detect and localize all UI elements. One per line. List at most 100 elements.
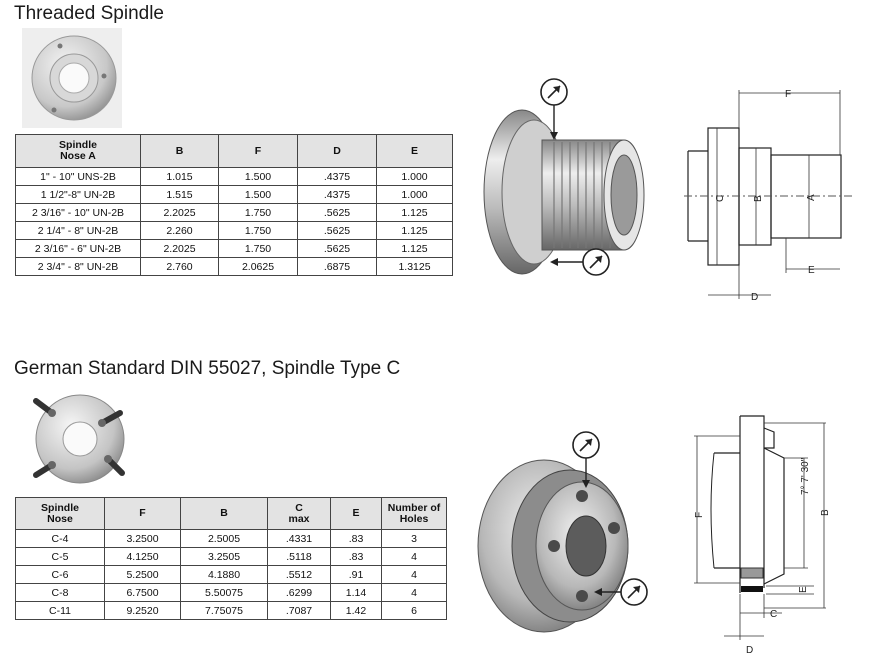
gauge-indicator-icon bbox=[594, 578, 648, 606]
threaded-spindle-photo bbox=[22, 28, 122, 128]
col-header-number-of-holes: Number of Holes bbox=[381, 497, 447, 530]
dim-label-f: F bbox=[694, 512, 705, 518]
dim-label-b: B bbox=[753, 195, 764, 202]
threaded-spindle-render bbox=[483, 78, 645, 276]
col-header-e: E bbox=[330, 497, 382, 530]
col-header-spindle-nose: Spindle Nose bbox=[15, 497, 105, 530]
din-spindle-drawing: F 7° 7' 30" B E C D bbox=[694, 415, 831, 656]
cell-spindle-nose: C-11 bbox=[15, 601, 105, 620]
cell-b: 2.760 bbox=[140, 257, 219, 276]
cell-spindle-nose: C-6 bbox=[15, 565, 105, 584]
cell-number-of-holes: 4 bbox=[381, 547, 447, 566]
cell-number-of-holes: 4 bbox=[381, 583, 447, 602]
din-spindle-render bbox=[477, 431, 648, 633]
cell-d: .5625 bbox=[297, 239, 377, 258]
cell-e: 1.42 bbox=[330, 601, 382, 620]
col-header-f: F bbox=[104, 497, 181, 530]
col-header-b: B bbox=[180, 497, 268, 530]
cell-f: 5.2500 bbox=[104, 565, 181, 584]
dim-label-a: A bbox=[806, 194, 817, 201]
cell-d: .5625 bbox=[297, 221, 377, 240]
cell-b: 2.2025 bbox=[140, 203, 219, 222]
cell-b: 1.515 bbox=[140, 185, 219, 204]
cell-d: .4375 bbox=[297, 185, 377, 204]
cell-spindle-nose: C-4 bbox=[15, 529, 105, 548]
col-header-d: D bbox=[297, 134, 377, 168]
cell-e: 1.000 bbox=[376, 167, 453, 186]
gauge-indicator-icon bbox=[572, 431, 600, 488]
section-title-din-55027: German Standard DIN 55027, Spindle Type … bbox=[14, 358, 401, 379]
dim-label-e: E bbox=[808, 265, 815, 276]
cell-b: 2.5005 bbox=[180, 529, 268, 548]
cell-spindle-nose: 2 1/4" - 8" UN-2B bbox=[15, 221, 141, 240]
cell-f: 4.1250 bbox=[104, 547, 181, 566]
cell-f: 1.750 bbox=[218, 203, 298, 222]
cell-f: 6.7500 bbox=[104, 583, 181, 602]
cell-e: 1.125 bbox=[376, 239, 453, 258]
dim-label-f: F bbox=[785, 89, 791, 100]
cell-c-max: .5512 bbox=[267, 565, 331, 584]
din-spindle-photo bbox=[33, 394, 125, 484]
cell-e: .83 bbox=[330, 547, 382, 566]
cell-number-of-holes: 3 bbox=[381, 529, 447, 548]
cell-b: 7.75075 bbox=[180, 601, 268, 620]
cell-spindle-nose: 2 3/16" - 10" UN-2B bbox=[15, 203, 141, 222]
cell-spindle-nose: C-5 bbox=[15, 547, 105, 566]
gauge-indicator-icon bbox=[550, 248, 610, 276]
cell-c-max: .7087 bbox=[267, 601, 331, 620]
cell-e: 1.000 bbox=[376, 185, 453, 204]
dim-label-c: C bbox=[715, 195, 726, 202]
cell-f: 2.0625 bbox=[218, 257, 298, 276]
cell-e: 1.125 bbox=[376, 203, 453, 222]
cell-b: 1.015 bbox=[140, 167, 219, 186]
col-header-c-max: C max bbox=[267, 497, 331, 530]
cell-b: 2.260 bbox=[140, 221, 219, 240]
dim-label-d: D bbox=[746, 645, 753, 656]
col-header-f: F bbox=[218, 134, 298, 168]
gauge-indicator-icon bbox=[540, 78, 568, 140]
cell-f: 1.500 bbox=[218, 185, 298, 204]
table-header-row: Spindle Nose F B C max E Number of Holes bbox=[15, 497, 447, 530]
cell-f: 1.750 bbox=[218, 221, 298, 240]
cell-f: 1.750 bbox=[218, 239, 298, 258]
col-header-b: B bbox=[140, 134, 219, 168]
col-header-spindle-nose-a: Spindle Nose A bbox=[15, 134, 141, 168]
cell-spindle-nose: 2 3/16" - 6" UN-2B bbox=[15, 239, 141, 258]
cell-number-of-holes: 6 bbox=[381, 601, 447, 620]
cell-b: 4.1880 bbox=[180, 565, 268, 584]
cell-f: 9.2520 bbox=[104, 601, 181, 620]
cell-e: 1.125 bbox=[376, 221, 453, 240]
cell-e: 1.14 bbox=[330, 583, 382, 602]
section-title-threaded-spindle: Threaded Spindle bbox=[14, 3, 164, 24]
cell-d: .4375 bbox=[297, 167, 377, 186]
cell-c-max: .4331 bbox=[267, 529, 331, 548]
cell-d: .5625 bbox=[297, 203, 377, 222]
cell-d: .6875 bbox=[297, 257, 377, 276]
cell-spindle-nose: 1" - 10" UNS-2B bbox=[15, 167, 141, 186]
table-header-row: Spindle Nose A B F D E bbox=[15, 134, 453, 168]
cell-spindle-nose: C-8 bbox=[15, 583, 105, 602]
dim-label-c: C bbox=[770, 609, 777, 620]
cell-spindle-nose: 1 1/2"-8" UN-2B bbox=[15, 185, 141, 204]
din-spindle-table: Spindle Nose F B C max E Number of Holes… bbox=[15, 497, 447, 620]
dim-label-angle: 7° 7' 30" bbox=[800, 457, 811, 495]
cell-b: 2.2025 bbox=[140, 239, 219, 258]
cell-e: .83 bbox=[330, 529, 382, 548]
cell-e: .91 bbox=[330, 565, 382, 584]
cell-c-max: .6299 bbox=[267, 583, 331, 602]
cell-number-of-holes: 4 bbox=[381, 565, 447, 584]
cell-b: 3.2505 bbox=[180, 547, 268, 566]
cell-c-max: .5118 bbox=[267, 547, 331, 566]
